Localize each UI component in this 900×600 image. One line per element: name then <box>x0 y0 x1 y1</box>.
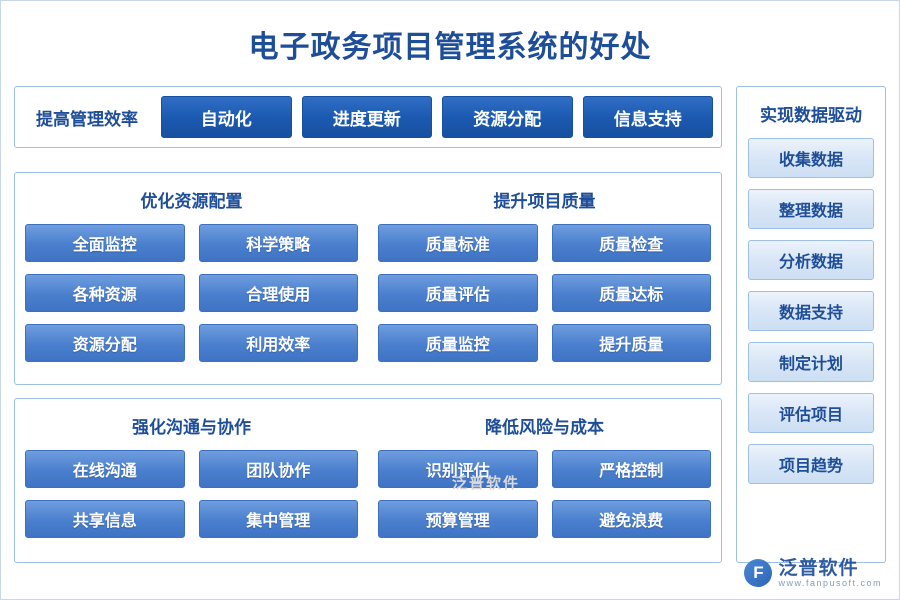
chip-grid-optimize-resources: 全面监控 科学策略 各种资源 合理使用 资源分配 利用效率 <box>25 224 358 362</box>
chip-shared-information[interactable]: 共享信息 <box>25 500 185 538</box>
right-panel-heading: 实现数据驱动 <box>760 106 862 125</box>
chip-grid-improve-quality: 质量标准 质量检查 质量评估 质量达标 质量监控 提升质量 <box>378 224 711 362</box>
column-improve-quality: 提升项目质量 质量标准 质量检查 质量评估 质量达标 质量监控 提升质量 <box>368 173 721 384</box>
chip-make-plan[interactable]: 制定计划 <box>748 342 874 382</box>
chip-avoid-waste[interactable]: 避免浪费 <box>551 500 711 538</box>
column-heading-reduce-risk-cost: 降低风险与成本 <box>485 418 604 437</box>
chip-evaluate-project[interactable]: 评估项目 <box>748 393 874 433</box>
panel-collaboration-risk: 强化沟通与协作 在线沟通 团队协作 共享信息 集中管理 降低风险与成本 识别评估… <box>14 398 722 563</box>
chip-utilization-efficiency[interactable]: 利用效率 <box>198 324 358 362</box>
logo-text: 泛普软件 www.fanpusoft.com <box>778 557 882 588</box>
chip-project-trend[interactable]: 项目趋势 <box>748 444 874 484</box>
chip-collect-data[interactable]: 收集数据 <box>748 138 874 178</box>
chip-resource-distribution[interactable]: 资源分配 <box>25 324 185 362</box>
chip-automation[interactable]: 自动化 <box>161 96 292 138</box>
column-optimize-resources: 优化资源配置 全面监控 科学策略 各种资源 合理使用 资源分配 利用效率 <box>15 173 368 384</box>
top-benefit-row: 提高管理效率 自动化 进度更新 资源分配 信息支持 <box>14 86 722 148</box>
chip-quality-assessment[interactable]: 质量评估 <box>378 274 538 312</box>
chip-reasonable-use[interactable]: 合理使用 <box>198 274 358 312</box>
chip-budget-management[interactable]: 预算管理 <box>378 500 538 538</box>
chip-online-communication[interactable]: 在线沟通 <box>25 450 185 488</box>
chip-various-resources[interactable]: 各种资源 <box>25 274 185 312</box>
chip-grid-strengthen-communication: 在线沟通 团队协作 共享信息 集中管理 <box>25 450 358 538</box>
chip-data-support[interactable]: 数据支持 <box>748 291 874 331</box>
column-strengthen-communication: 强化沟通与协作 在线沟通 团队协作 共享信息 集中管理 <box>15 399 368 562</box>
page-title: 电子政务项目管理系统的好处 <box>248 31 652 64</box>
chip-progress-update[interactable]: 进度更新 <box>301 96 432 138</box>
chip-quality-improvement[interactable]: 提升质量 <box>551 324 711 362</box>
chip-identify-assess[interactable]: 识别评估 <box>378 450 538 488</box>
chip-full-monitoring[interactable]: 全面监控 <box>25 224 185 262</box>
column-reduce-risk-cost: 降低风险与成本 识别评估 严格控制 预算管理 避免浪费 <box>368 399 721 562</box>
chip-quality-compliance[interactable]: 质量达标 <box>551 274 711 312</box>
column-heading-strengthen-communication: 强化沟通与协作 <box>132 418 251 437</box>
logo-website: www.fanpusoft.com <box>778 577 882 588</box>
chip-centralized-management[interactable]: 集中管理 <box>198 500 358 538</box>
column-heading-improve-quality: 提升项目质量 <box>493 192 596 211</box>
column-heading-optimize-resources: 优化资源配置 <box>140 192 243 211</box>
brand-logo: F 泛普软件 www.fanpusoft.com <box>744 557 882 588</box>
chip-resource-allocation[interactable]: 资源分配 <box>442 96 573 138</box>
top-row-label: 提高管理效率 <box>36 109 138 129</box>
panel-data-driven: 实现数据驱动 收集数据 整理数据 分析数据 数据支持 制定计划 评估项目 项目趋… <box>736 86 886 563</box>
chip-quality-monitoring[interactable]: 质量监控 <box>378 324 538 362</box>
chip-strict-control[interactable]: 严格控制 <box>551 450 711 488</box>
chip-quality-inspection[interactable]: 质量检查 <box>551 224 711 262</box>
chip-information-support[interactable]: 信息支持 <box>582 96 713 138</box>
chip-organize-data[interactable]: 整理数据 <box>748 189 874 229</box>
logo-mark-icon: F <box>744 559 773 588</box>
chip-analyze-data[interactable]: 分析数据 <box>748 240 874 280</box>
chip-scientific-strategy[interactable]: 科学策略 <box>198 224 358 262</box>
chip-team-collaboration[interactable]: 团队协作 <box>198 450 358 488</box>
chip-quality-standard[interactable]: 质量标准 <box>378 224 538 262</box>
logo-company-name: 泛普软件 <box>778 557 859 579</box>
panel-resource-quality: 优化资源配置 全面监控 科学策略 各种资源 合理使用 资源分配 利用效率 提升项… <box>14 172 722 385</box>
chip-grid-reduce-risk-cost: 识别评估 严格控制 预算管理 避免浪费 <box>378 450 711 538</box>
